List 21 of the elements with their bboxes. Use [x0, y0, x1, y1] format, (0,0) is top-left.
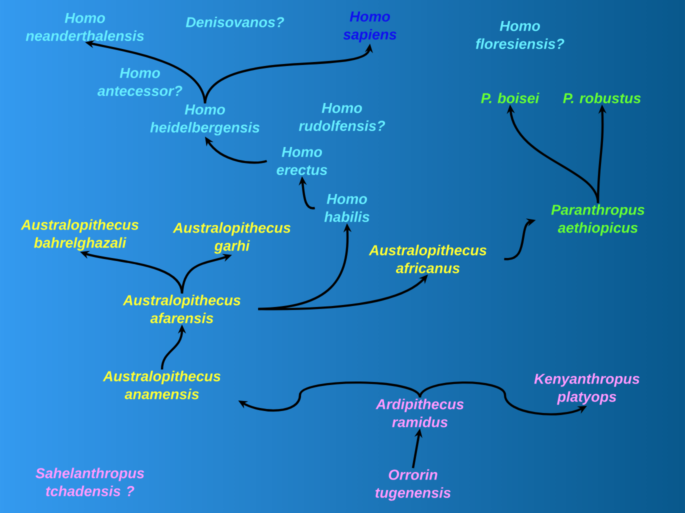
species-label: P. boisei [481, 92, 540, 104]
species-label: Homo heidelbergensis [150, 104, 260, 136]
species-label: Homo rudolfensis? [298, 102, 386, 131]
species-label: Ardipithecus ramidus [376, 398, 464, 428]
species-label: Australopithecus afarensis [122, 294, 241, 324]
species-label: Homo habilis [324, 194, 370, 222]
species-label: Australopithecus anamensis [102, 370, 221, 400]
species-label: Kenyanthropus platyops [534, 373, 640, 405]
species-label: Australopithecus africanus [368, 244, 487, 274]
species-label: Denisovanos? [186, 16, 284, 28]
species-label: Sahelanthropus tchadensis ? [36, 468, 144, 496]
species-label: Homo sapiens [343, 12, 396, 42]
species-label: P. robustus [563, 92, 641, 104]
species-label: Paranthropus aethiopicus [551, 204, 644, 236]
species-label: Orrorin tugenensis [375, 469, 451, 501]
species-label: Australopithecus garhi [172, 222, 291, 254]
species-label: Australopithecus bahrelghazali [20, 219, 139, 251]
species-label: Homo neanderthalensis [26, 12, 144, 41]
species-label: Homo erectus [276, 147, 328, 175]
species-label: Homo antecessor? [98, 68, 182, 96]
species-label: Homo floresiensis? [476, 21, 564, 49]
